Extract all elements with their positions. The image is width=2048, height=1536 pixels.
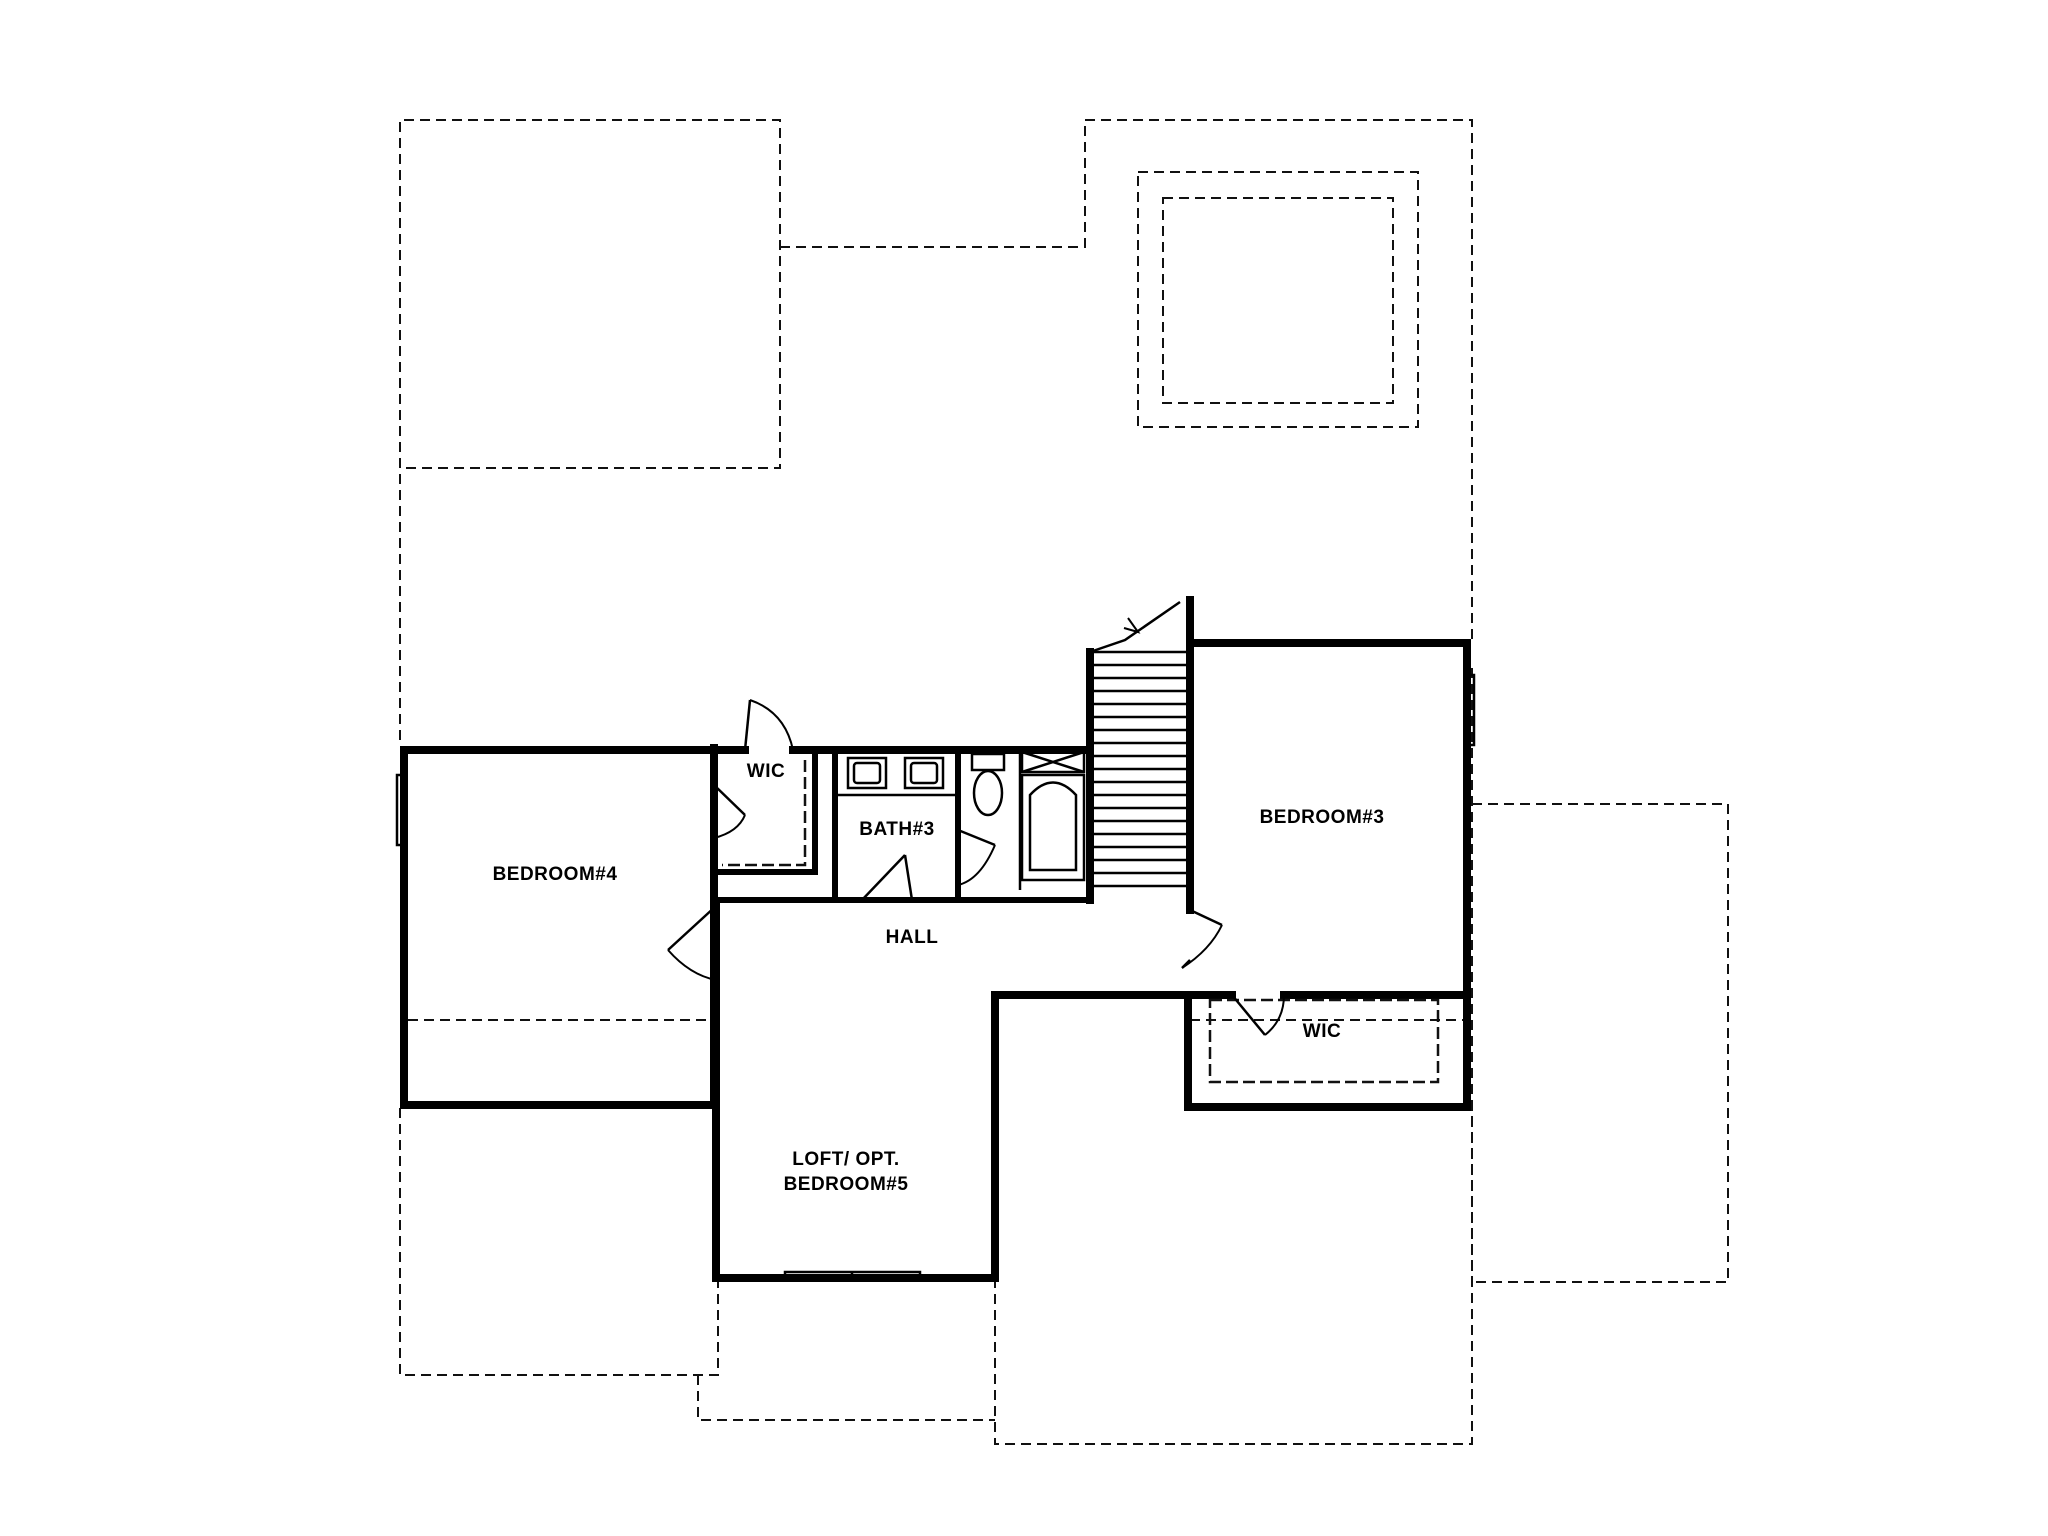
bathtub-basin: [1028, 781, 1078, 872]
bedroom3-door: [1189, 908, 1223, 927]
sink-right-bowl: [909, 761, 939, 785]
label-bedroom3: BEDROOM#3: [1260, 807, 1385, 828]
label-bedroom4: BEDROOM#4: [493, 864, 618, 885]
linen-shelf: [1020, 750, 1086, 774]
stairs: [1089, 600, 1186, 888]
stair-arrow-icon: [1123, 617, 1141, 634]
wic-right-shelf: [1208, 998, 1440, 1084]
interior-walls: [711, 747, 1440, 1110]
wic-left-door-top: [743, 699, 752, 751]
bedroom4-walls: [400, 744, 718, 1109]
bedroom3-window: [1465, 673, 1476, 747]
bedroom4-door: [667, 905, 717, 951]
label-hall: HALL: [886, 927, 939, 948]
toilet-tank: [970, 752, 1006, 772]
skylight-outer: [1137, 171, 1419, 428]
wic-left-door-top-swing: [749, 699, 794, 751]
label-wic-left: WIC: [747, 761, 785, 782]
roof-outlines: [399, 119, 1729, 1445]
roof-outline-bottom-mid: [697, 1375, 995, 1421]
label-loft-line1: LOFT/ OPT.: [792, 1149, 899, 1170]
wic-right-door: [1231, 994, 1266, 1036]
linen-shelf-x2: [1021, 750, 1085, 774]
stair-rail: [1089, 600, 1181, 654]
wc-door-swing: [957, 844, 996, 886]
wic-left-side-door-swing: [713, 814, 746, 839]
sink-left-bowl: [852, 761, 882, 785]
label-wic-right: WIC: [1303, 1021, 1341, 1042]
doors: [667, 699, 1285, 1036]
roof-outline-bottom-left: [399, 1108, 719, 1376]
toilet-bowl: [972, 769, 1004, 817]
wc-door: [957, 828, 996, 847]
roof-outline-top-left: [399, 119, 781, 740]
roof-outline-bottom-right: [994, 1108, 1473, 1445]
bedroom4-window: [395, 773, 406, 847]
loft-walls: [712, 976, 1194, 1282]
bath-door-left: [861, 854, 906, 901]
skylight-inner: [1162, 197, 1394, 404]
bedroom3-door-leaf: [1181, 959, 1191, 969]
label-bath3: BATH#3: [859, 819, 935, 840]
label-loft-line2: BEDROOM#5: [784, 1174, 909, 1195]
bath-fixtures: [846, 750, 1086, 882]
roof-outline-right: [1472, 803, 1729, 1283]
wic-left-shelf: [722, 760, 807, 867]
wic-left-side-door: [713, 784, 746, 816]
roof-outline-top-connector: [780, 119, 1473, 640]
bedroom4-door-swing: [667, 949, 717, 981]
bath-door-right: [903, 854, 914, 901]
room-labels: BEDROOM#4 WIC BATH#3 BEDROOM#3 HALL WIC …: [493, 761, 1385, 1195]
windows: [395, 673, 1476, 1280]
wic-right-door-swing: [1264, 994, 1285, 1036]
